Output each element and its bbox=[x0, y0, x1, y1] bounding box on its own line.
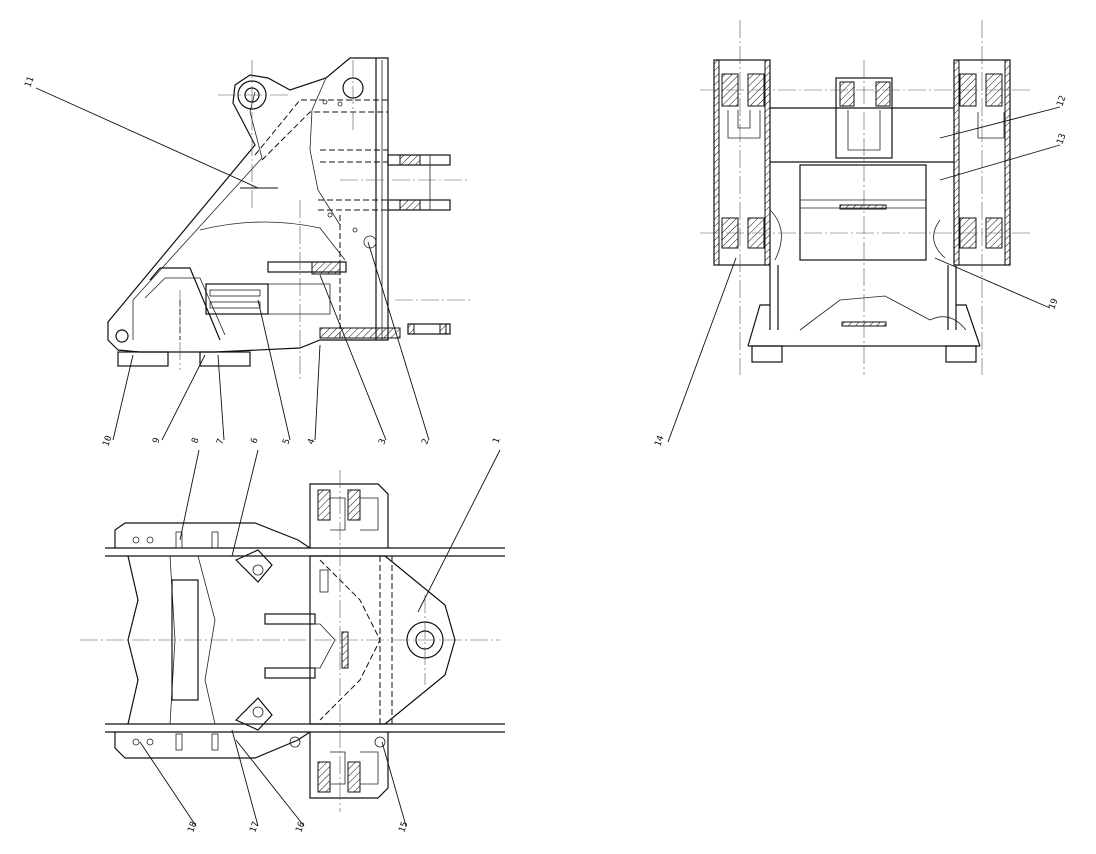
callout-3: 3 bbox=[377, 438, 388, 447]
callout-19: 19 bbox=[1047, 297, 1060, 311]
callout-4: 4 bbox=[306, 438, 317, 447]
end-view bbox=[667, 20, 1061, 443]
callout-15: 15 bbox=[397, 820, 410, 834]
callout-8: 8 bbox=[190, 437, 201, 446]
callout-10: 10 bbox=[101, 434, 114, 448]
callout-18: 18 bbox=[186, 820, 199, 834]
callout-14: 14 bbox=[653, 434, 666, 448]
callout-7: 7 bbox=[215, 438, 226, 447]
callout-17: 17 bbox=[248, 820, 261, 834]
callout-9: 9 bbox=[151, 437, 162, 446]
callout-16: 16 bbox=[294, 820, 307, 834]
callout-5: 5 bbox=[281, 438, 292, 447]
callout-1: 1 bbox=[491, 437, 502, 446]
callout-11: 11 bbox=[23, 75, 36, 89]
callout-13: 13 bbox=[1055, 132, 1068, 146]
callout-labels: 11 10 9 7 5 4 3 2 12 13 19 14 8 6 1 18 17 16 15 bbox=[23, 75, 1068, 834]
callout-12: 12 bbox=[1055, 94, 1068, 108]
callout-6: 6 bbox=[249, 437, 260, 446]
callout-2: 2 bbox=[420, 438, 431, 447]
plan-view bbox=[80, 449, 505, 827]
side-view bbox=[35, 57, 470, 441]
